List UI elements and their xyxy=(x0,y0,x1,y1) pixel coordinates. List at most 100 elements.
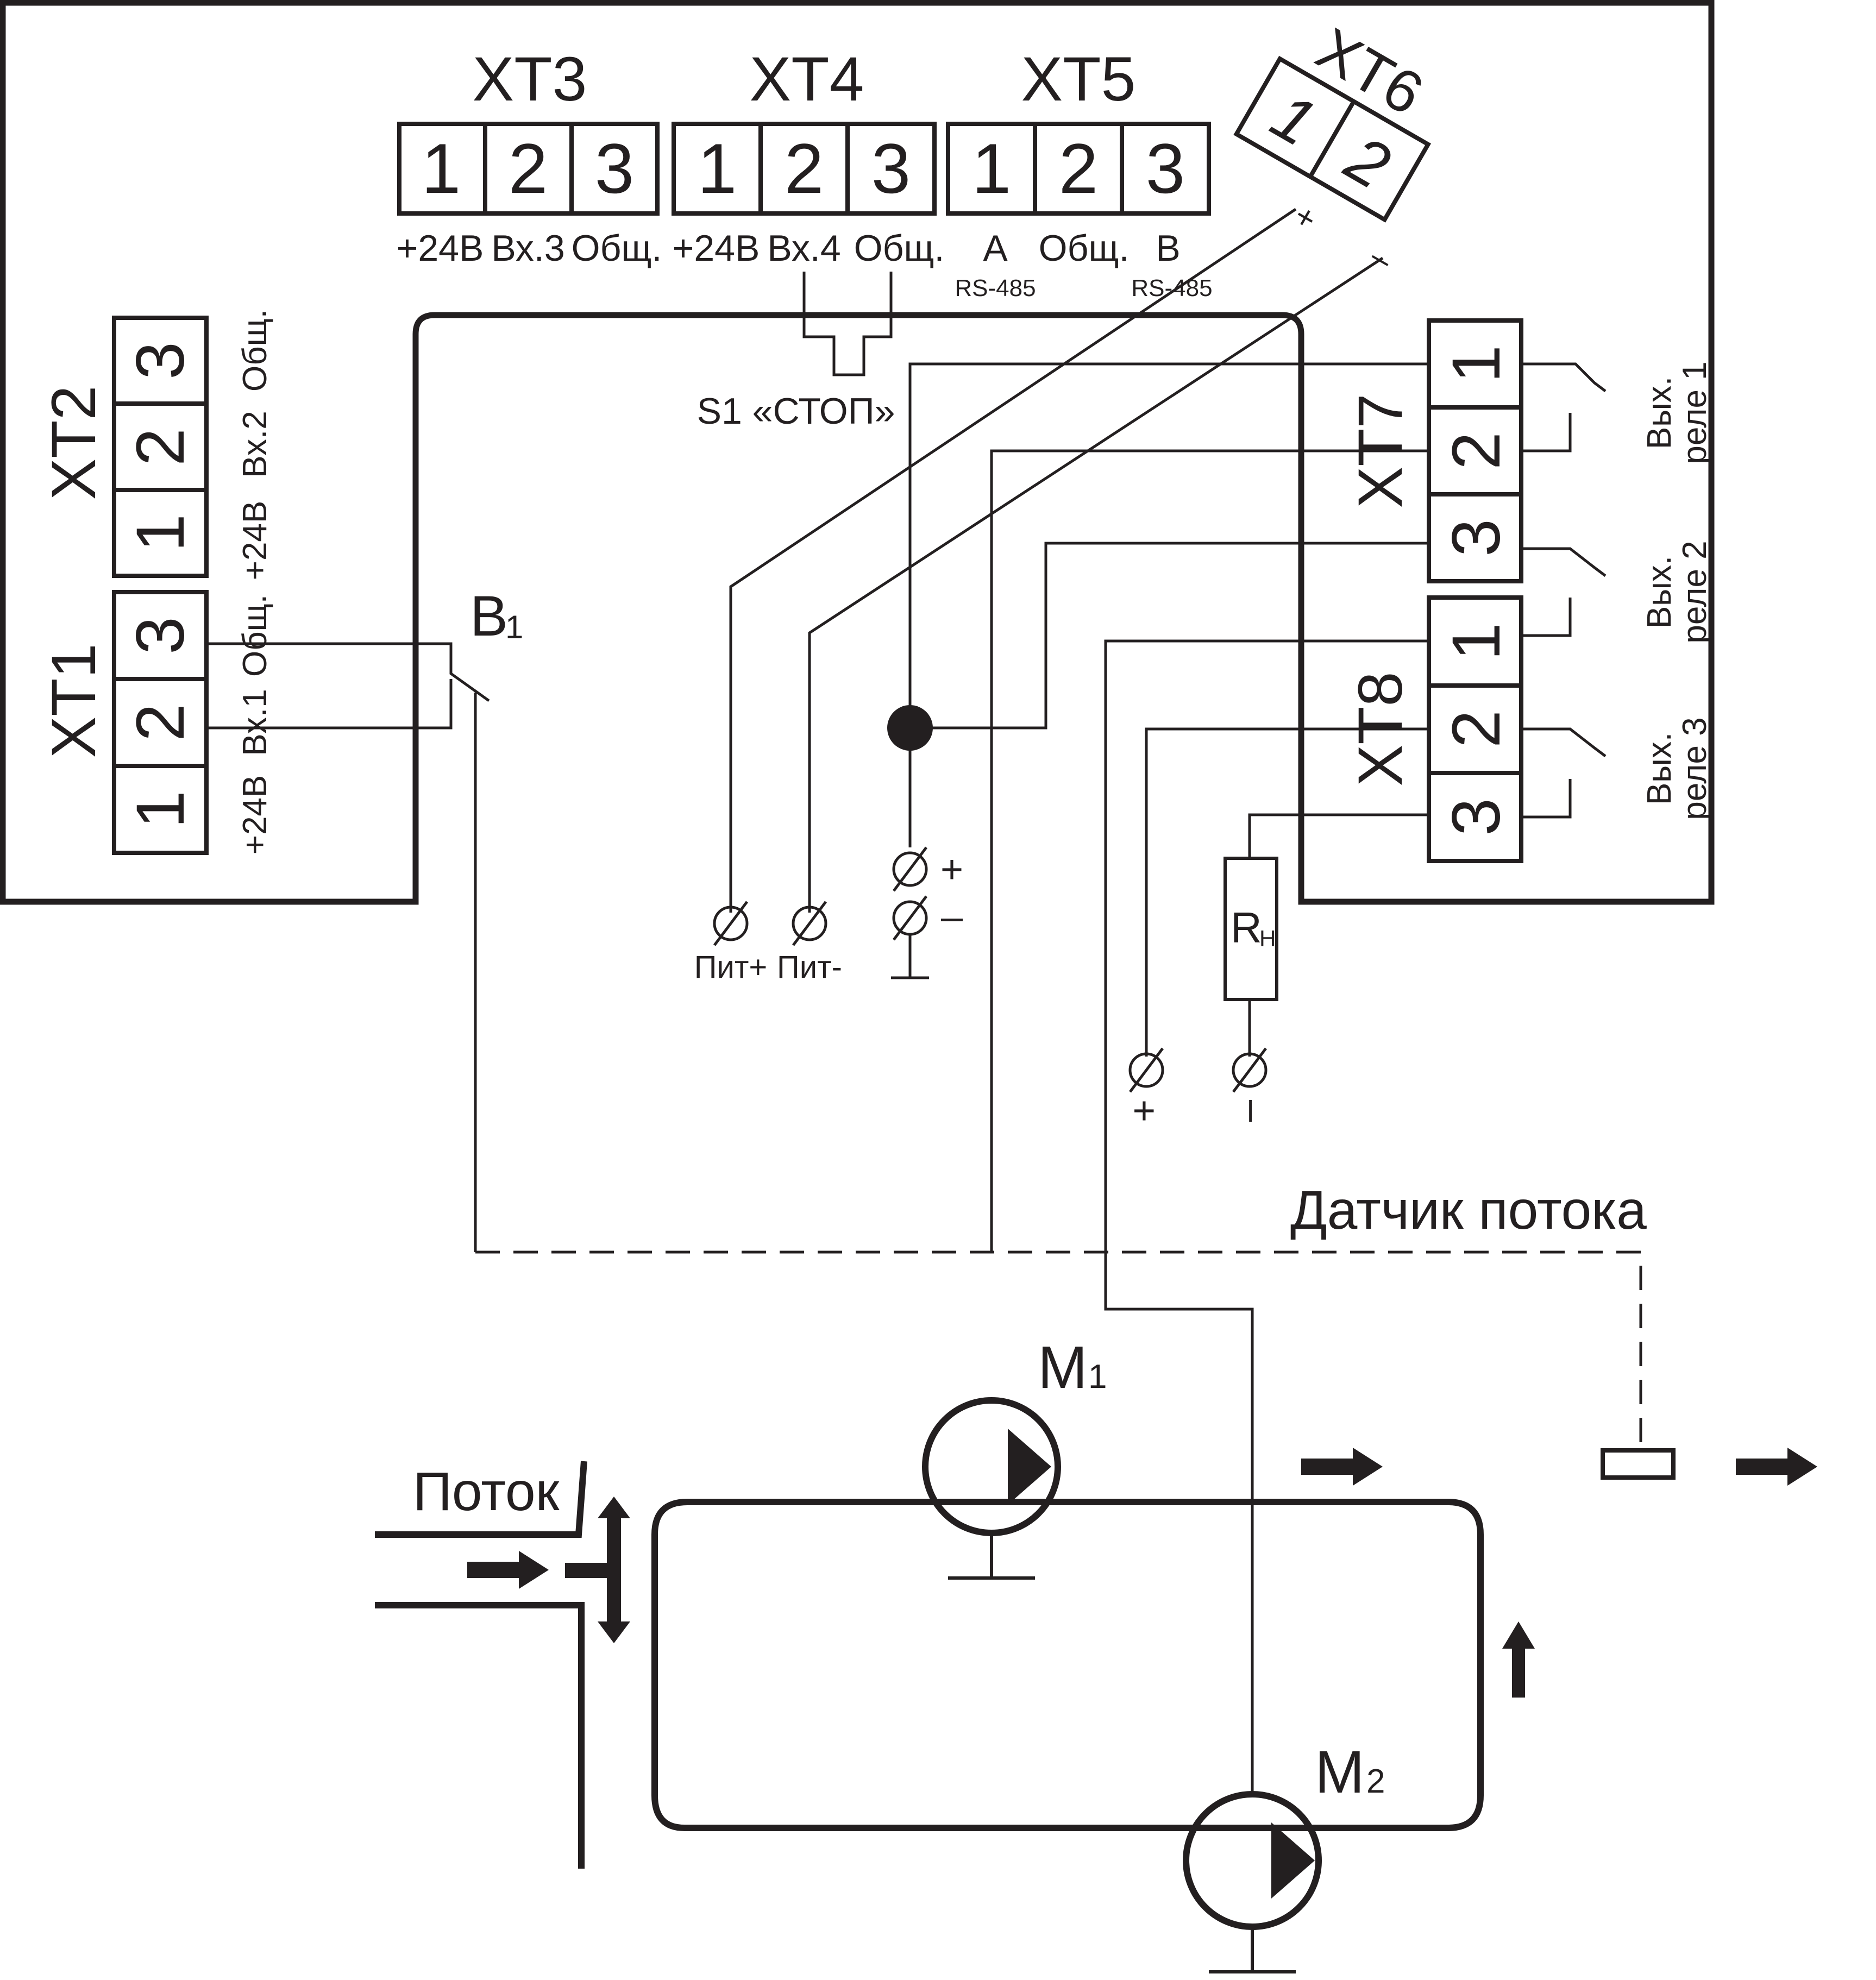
terminal-pit-minus: Пит- xyxy=(777,901,842,985)
pump-m1-label: M xyxy=(1038,1334,1088,1401)
relay-2-label-line-1: Вых. xyxy=(1641,556,1678,628)
terminal-xt2-pin-1: 1 xyxy=(123,514,198,552)
terminal-supply-minus-label: – xyxy=(941,895,963,939)
pump-m2-sub: 2 xyxy=(1366,1763,1385,1800)
terminal-out-minus-label: – xyxy=(1226,1099,1269,1122)
switch-s1: S1 «СТОП» xyxy=(697,272,895,432)
terminal-xt2-signal-2: Вх.2 xyxy=(236,411,274,477)
relay-1-label-line-2: реле 1 xyxy=(1676,361,1714,464)
terminal-xt8-pin-3: 3 xyxy=(1439,798,1514,836)
arrow-up-icon xyxy=(1502,1621,1535,1698)
terminal-xt2-label: XT2 xyxy=(39,386,109,500)
terminal-xt8-pin-2: 2 xyxy=(1439,710,1514,748)
terminal-xt3-signal-1: +24В xyxy=(397,228,484,269)
terminal-xt1-signal-2: Вх.1 xyxy=(236,689,274,756)
wires xyxy=(206,208,1429,1793)
relay-1-label-line-1: Вых. xyxy=(1641,376,1678,449)
resistor-rn: R Н xyxy=(1224,857,1278,1001)
terminal-xt3-signal-2: Вх.3 xyxy=(491,228,564,269)
terminal-xt7-pin-3: 3 xyxy=(1439,519,1514,557)
terminal-xt1: 3 2 1 XT1 Общ. Вх.1 +24В xyxy=(39,590,274,855)
terminal-xt7-pin-2: 2 xyxy=(1439,432,1514,470)
relay-contacts xyxy=(1521,362,1607,819)
flow-sensor-label: Датчик потока xyxy=(1290,1180,1647,1241)
terminal-xt5-pin-3: 3 xyxy=(1146,129,1185,208)
junction-node xyxy=(887,705,933,751)
terminal-xt5-rs485-b: RS-485 xyxy=(1131,275,1212,301)
switch-s1-label: S1 «СТОП» xyxy=(697,391,895,432)
terminal-xt3-pin-1: 1 xyxy=(422,129,461,208)
terminal-xt8-pin-1: 1 xyxy=(1439,623,1514,661)
terminal-xt2-signal-1: +24В xyxy=(236,501,274,581)
terminal-xt1-signal-1: +24В xyxy=(236,775,274,855)
relay-output-labels: Вых. реле 1 Вых. реле 2 Вых. реле 3 xyxy=(1641,361,1714,820)
terminal-xt1-label: XT1 xyxy=(39,644,109,758)
terminal-xt6-pin-1: 1 xyxy=(1260,79,1328,160)
arrow-inlet-icon xyxy=(467,1551,549,1589)
terminal-xt4-signal-3: Общ. xyxy=(854,228,945,269)
relay-2-label-line-2: реле 2 xyxy=(1676,540,1714,643)
terminal-out-plus-label: + xyxy=(1122,1099,1166,1122)
terminal-xt7-pin-1: 1 xyxy=(1439,345,1514,383)
relay-3-label-line-1: Вых. xyxy=(1641,732,1678,805)
pump-m1: M 1 xyxy=(922,1334,1107,1580)
terminal-pit-plus-label: Пит+ xyxy=(694,950,768,985)
switch-b1-label: B xyxy=(470,584,508,648)
terminal-xt5-rs485-a: RS-485 xyxy=(955,275,1036,301)
flow-label: Поток xyxy=(413,1461,560,1522)
pump-m2: M 2 xyxy=(1183,1739,1385,1973)
terminal-xt4: XT4 1 2 3 +24В Вх.4 Общ. xyxy=(672,45,945,269)
terminal-xt3-pin-2: 2 xyxy=(509,129,548,208)
terminal-xt2-signal-3: Общ. xyxy=(236,309,274,392)
terminal-out-minus: – xyxy=(1226,1047,1269,1122)
supply-terminals: Пит+ Пит- + – + – xyxy=(694,846,1269,1122)
switch-b1-sub: 1 xyxy=(505,609,523,645)
terminal-supply-minus: – xyxy=(892,895,963,941)
terminal-xt5-signal-2: Общ. xyxy=(1039,228,1130,269)
terminal-supply-plus-label: + xyxy=(940,848,963,891)
terminal-xt2-pin-3: 3 xyxy=(123,342,198,380)
terminal-xt4-pin-2: 2 xyxy=(785,129,824,208)
terminal-xt4-pin-3: 3 xyxy=(871,129,911,208)
controller-housing xyxy=(0,0,1715,905)
terminal-out-plus: + xyxy=(1122,1047,1166,1122)
terminal-xt2-pin-2: 2 xyxy=(123,428,198,466)
terminal-xt3-signal-3: Общ. xyxy=(572,228,662,269)
arrow-outlet-right-icon xyxy=(1736,1448,1817,1486)
piping xyxy=(375,1461,1484,1869)
terminal-xt5: XT5 1 2 3 A Общ. B RS-485 RS-485 xyxy=(946,45,1213,301)
terminal-xt4-label: XT4 xyxy=(750,45,864,114)
terminal-xt3-pin-3: 3 xyxy=(595,129,634,208)
terminal-xt5-label: XT5 xyxy=(1021,45,1136,114)
terminal-xt5-pin-2: 2 xyxy=(1059,129,1098,208)
terminal-xt3: XT3 1 2 3 +24В Вх.3 Общ. xyxy=(397,45,662,269)
terminal-xt4-signal-2: Вх.4 xyxy=(767,228,840,269)
terminal-xt5-signal-1: A xyxy=(983,228,1008,269)
terminal-xt6: 1 2 XT6 xyxy=(1233,15,1434,223)
terminal-xt5-pin-1: 1 xyxy=(972,129,1011,208)
terminal-xt6-pin-2: 2 xyxy=(1334,122,1402,203)
pump-m1-sub: 1 xyxy=(1088,1358,1107,1396)
terminal-xt1-signal-3: Общ. xyxy=(236,594,274,677)
switch-b1: B 1 xyxy=(470,584,523,648)
flow-arrows xyxy=(467,1448,1817,1698)
relay-3-label-line-2: реле 3 xyxy=(1676,717,1714,820)
pump-m2-label: M xyxy=(1315,1739,1365,1806)
resistor-rn-sub: Н xyxy=(1259,926,1276,951)
flow-sensor-dashed-line xyxy=(475,1250,1642,1450)
terminal-xt1-pin-3: 3 xyxy=(123,617,198,655)
terminal-xt1-pin-2: 2 xyxy=(123,703,198,741)
terminal-pit-plus: Пит+ xyxy=(694,901,768,985)
arrow-up-down-icon xyxy=(598,1497,630,1643)
resistor-rn-label: R xyxy=(1231,903,1262,952)
arrow-top-right-icon xyxy=(1301,1448,1383,1486)
terminal-supply-plus: + xyxy=(892,846,963,892)
terminal-pit-minus-label: Пит- xyxy=(777,950,842,985)
terminal-xt1-pin-1: 1 xyxy=(123,790,198,828)
terminal-xt5-signal-3: B xyxy=(1156,228,1180,269)
terminal-xt4-pin-1: 1 xyxy=(698,129,737,208)
terminal-xt2: 3 2 1 XT2 Общ. Вх.2 +24В xyxy=(39,309,274,580)
terminal-xt3-label: XT3 xyxy=(473,45,587,114)
terminal-xt6-plus: + xyxy=(1288,197,1323,238)
